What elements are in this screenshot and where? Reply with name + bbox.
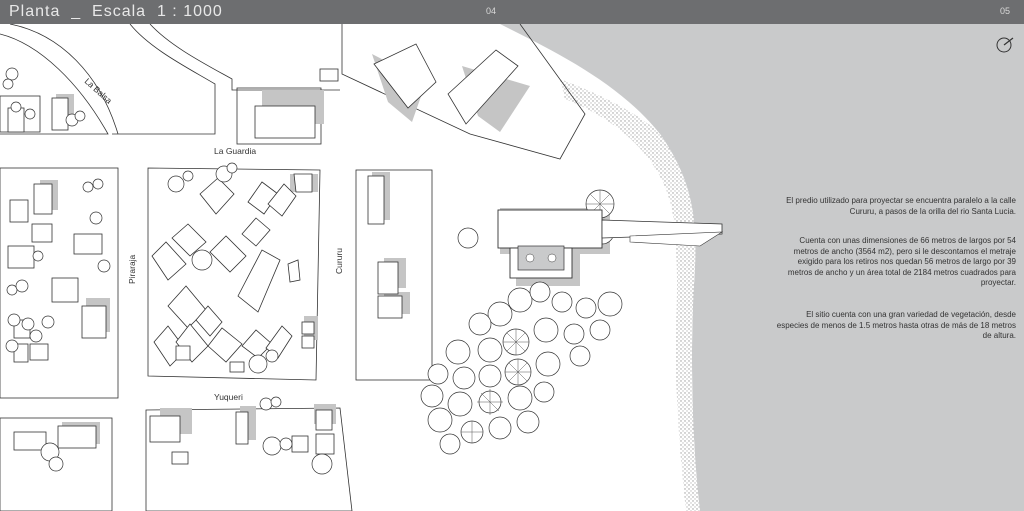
street-label-cururu: Cururu xyxy=(334,248,344,274)
description-paragraph-1: El predio utilizado para proyectar se en… xyxy=(786,196,1016,216)
page-number-left: 04 xyxy=(486,6,497,16)
description-paragraph-3: El sitio cuenta con una gran variedad de… xyxy=(776,310,1016,341)
road-curve-center-2 xyxy=(149,24,340,91)
street-label-piraraja: Piraraja xyxy=(127,254,137,284)
site-plan-map: La Balsa La Guardia Piraraja Cururu Yuqu… xyxy=(0,24,1024,511)
road-top-block xyxy=(341,24,586,160)
project-courtyard xyxy=(517,245,565,271)
description-paragraph-2: Cuenta con unas dimensiones de 66 metros… xyxy=(787,236,1016,288)
block-cururu xyxy=(355,169,433,381)
road-curve-la-balsa xyxy=(0,33,109,135)
page-number-right: 05 xyxy=(1000,6,1011,16)
block-bottom-center xyxy=(145,407,353,511)
river-water xyxy=(500,24,1024,511)
road-curve-inner xyxy=(9,24,119,135)
header-bar: Planta _ Escala 1 : 1000 04 05 xyxy=(0,0,1024,24)
street-label-yuqueri: Yuqueri xyxy=(214,392,243,402)
riverbank xyxy=(560,79,700,511)
street-label-la-guardia: La Guardia xyxy=(214,146,256,156)
courtyard-tree xyxy=(547,253,557,263)
block-bottom-left xyxy=(0,417,113,511)
road-curve-center xyxy=(112,24,216,135)
page-title: Planta _ Escala 1 : 1000 xyxy=(9,3,223,20)
block-center xyxy=(147,167,321,381)
north-arrow-icon xyxy=(996,37,1014,53)
buildings xyxy=(7,43,519,465)
project-building xyxy=(497,209,603,249)
block-left-mid xyxy=(0,167,119,399)
pier-ramp xyxy=(629,231,724,247)
courtyard-tree xyxy=(525,253,535,263)
